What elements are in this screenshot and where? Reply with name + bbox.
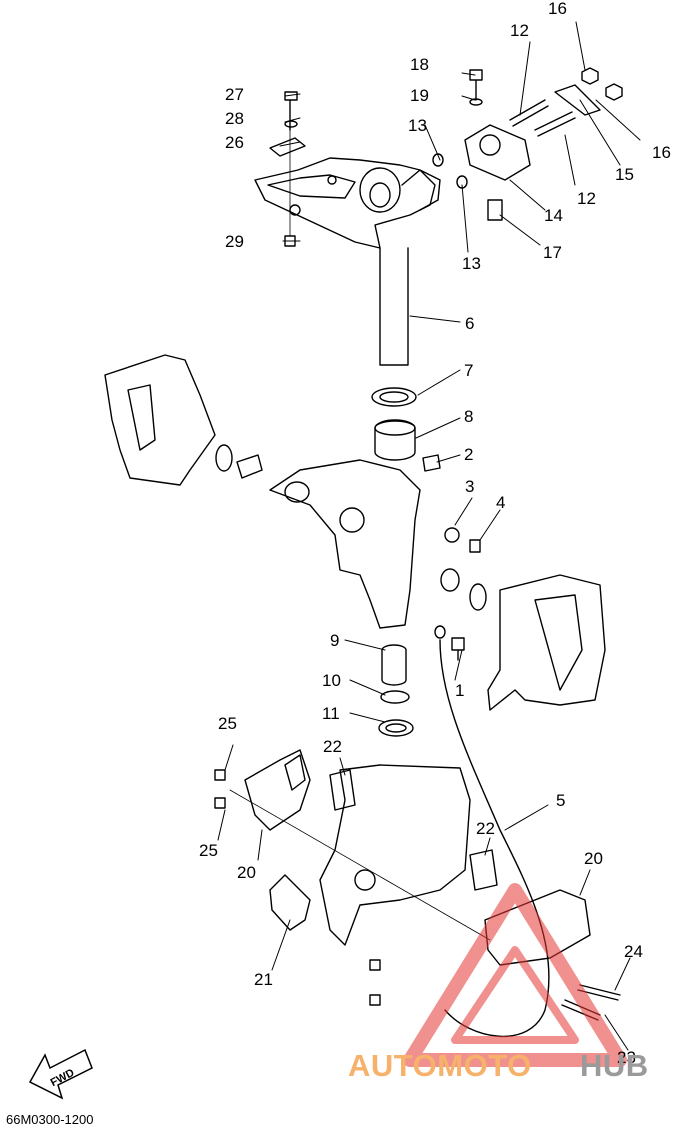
bushing-9 (381, 644, 407, 686)
callout-label: 27 (225, 85, 244, 104)
collar-3 (444, 527, 460, 543)
washer-7 (371, 387, 417, 407)
bolt-25a (214, 769, 226, 781)
callout-label: 24 (624, 942, 643, 961)
callout-label: 21 (254, 970, 273, 989)
plate-26 (269, 137, 306, 157)
bolt-12b (534, 111, 576, 137)
callout-label: 5 (556, 791, 566, 810)
clamp-bracket-right (487, 574, 606, 711)
callout-label: 20 (237, 863, 256, 882)
fwd-arrow-icon (28, 1048, 93, 1100)
terminal (434, 625, 446, 639)
callout-label: 26 (225, 133, 244, 152)
shaft-6 (379, 247, 409, 366)
callout-label: 13 (462, 254, 481, 273)
callout-label: 15 (615, 165, 634, 184)
bracket-14 (464, 124, 531, 181)
bolt-27 (284, 91, 298, 131)
clamp-bracket-left (104, 354, 216, 486)
washer-28 (284, 120, 298, 128)
o-ring-left (215, 444, 233, 472)
callout-label: 9 (330, 631, 340, 650)
mount-20-left (244, 749, 311, 831)
callout-label: 19 (410, 86, 429, 105)
lower-casing (319, 764, 471, 946)
bolt-bottom (369, 959, 381, 1006)
callout-label: 4 (496, 493, 506, 512)
swivel-bracket (269, 459, 421, 629)
plate-15 (554, 84, 601, 116)
callout-label: 16 (548, 0, 567, 18)
callout-label: 22 (323, 737, 342, 756)
bushing-right (440, 568, 460, 592)
watermark-text-secondary: HUB (580, 1048, 649, 1083)
callout-label: 7 (464, 361, 474, 380)
watermark-triangle (403, 883, 627, 1067)
callout-label: 14 (544, 206, 563, 225)
washer-13a (432, 153, 444, 167)
callout-label: 25 (199, 841, 218, 860)
callout-label: 25 (218, 714, 237, 733)
callout-label: 23 (617, 1048, 636, 1067)
callout-label: 17 (543, 243, 562, 262)
washer-13b (456, 175, 468, 189)
plate-2 (422, 454, 441, 472)
leader-lines (217, 21, 641, 1051)
nut-16b (605, 83, 623, 101)
callout-label: 2 (464, 445, 474, 464)
callout-label: 3 (465, 477, 475, 496)
steering-bracket (254, 157, 441, 249)
callout-label: 22 (476, 819, 495, 838)
bolt-25b (214, 797, 226, 809)
rubber-22a (329, 769, 356, 811)
callout-label: 13 (408, 116, 427, 135)
o-ring-right (469, 583, 487, 611)
callout-label: 8 (464, 407, 474, 426)
drawing-code: 66M0300-1200 (6, 1112, 94, 1127)
callout-label: 1 (455, 681, 465, 700)
callout-label: 11 (322, 704, 340, 723)
callout-label: 12 (577, 189, 596, 208)
bolt-12a (509, 99, 549, 127)
bushing-8 (374, 419, 416, 461)
rubber-21 (269, 874, 311, 931)
bolt-4 (469, 539, 481, 553)
callout-label: 29 (225, 232, 244, 251)
bolt-18 (469, 69, 483, 101)
grease-nipple-17 (487, 199, 503, 221)
callout-label: 10 (322, 671, 341, 690)
washer-19 (469, 98, 483, 106)
rubber-22b (469, 849, 498, 891)
callout-label: 16 (652, 143, 671, 162)
screw-1 (451, 637, 465, 661)
mount-20-right (484, 889, 591, 966)
nut-29 (284, 235, 296, 247)
bushing-left (236, 454, 263, 479)
callout-label: 28 (225, 109, 244, 128)
callout-label: 12 (510, 21, 529, 40)
callout-label: 18 (410, 55, 429, 74)
seal-11 (378, 719, 414, 737)
watermark-text-primary: AUTOMOTO (348, 1048, 532, 1083)
nut-16a (581, 67, 599, 85)
o-ring-10 (380, 690, 410, 704)
callout-label: 6 (465, 314, 475, 333)
callout-label: 20 (584, 849, 603, 868)
